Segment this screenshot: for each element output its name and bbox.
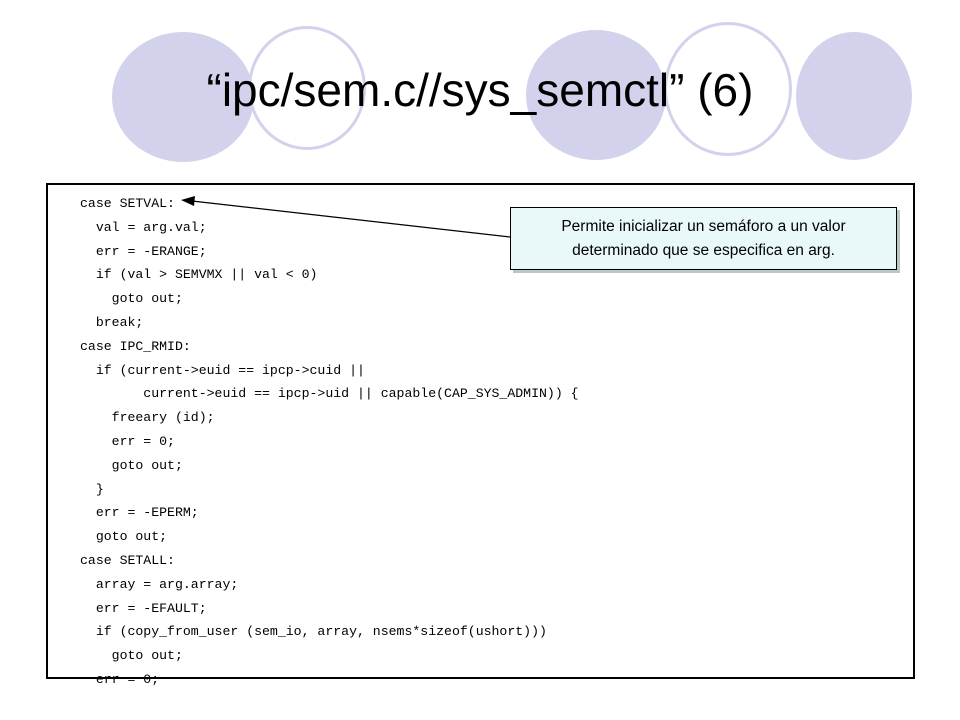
code-listing: case SETVAL: val = arg.val; err = -ERANG… xyxy=(80,192,579,692)
callout-line-2: determinado que se especifica en arg. xyxy=(572,241,835,259)
code-line: case IPC_RMID: xyxy=(80,338,191,354)
code-line: goto out; xyxy=(80,529,168,545)
decorative-circles xyxy=(0,0,960,180)
circle-filled-2 xyxy=(526,30,666,160)
callout-line-1: Permite inicializar un semáforo a un val… xyxy=(561,217,846,235)
circle-filled-3 xyxy=(796,32,912,160)
code-line: } xyxy=(80,481,104,497)
code-line: goto out; xyxy=(80,648,183,664)
slide-title: “ipc/sem.c//sys_semctl” (6) xyxy=(206,64,754,116)
code-line: break; xyxy=(80,314,144,330)
code-line: err = -EPERM; xyxy=(80,505,199,521)
code-line: if (val > SEMVMX || val < 0) xyxy=(80,267,318,283)
code-line: case SETALL: xyxy=(80,552,175,568)
code-line: goto out; xyxy=(80,457,183,473)
code-line: goto out; xyxy=(80,291,183,307)
code-line: current->euid == ipcp->uid || capable(CA… xyxy=(80,386,579,402)
code-line: if (current->euid == ipcp->cuid || xyxy=(80,362,365,378)
circle-ring-2 xyxy=(664,22,792,156)
callout-note: Permite inicializar un semáforo a un val… xyxy=(510,207,897,270)
code-line: freeary (id); xyxy=(80,410,215,426)
code-line: err = 0; xyxy=(80,671,160,687)
code-line: val = arg.val; xyxy=(80,219,207,235)
code-line: err = 0; xyxy=(80,433,175,449)
code-line: err = -EFAULT; xyxy=(80,600,207,616)
code-line: err = -ERANGE; xyxy=(80,243,207,259)
code-line: case SETVAL: xyxy=(80,196,175,211)
circle-filled-1 xyxy=(112,32,254,162)
code-line: array = arg.array; xyxy=(80,576,239,592)
circle-ring-1 xyxy=(248,26,366,150)
code-line: if (copy_from_user (sem_io, array, nsems… xyxy=(80,624,547,640)
